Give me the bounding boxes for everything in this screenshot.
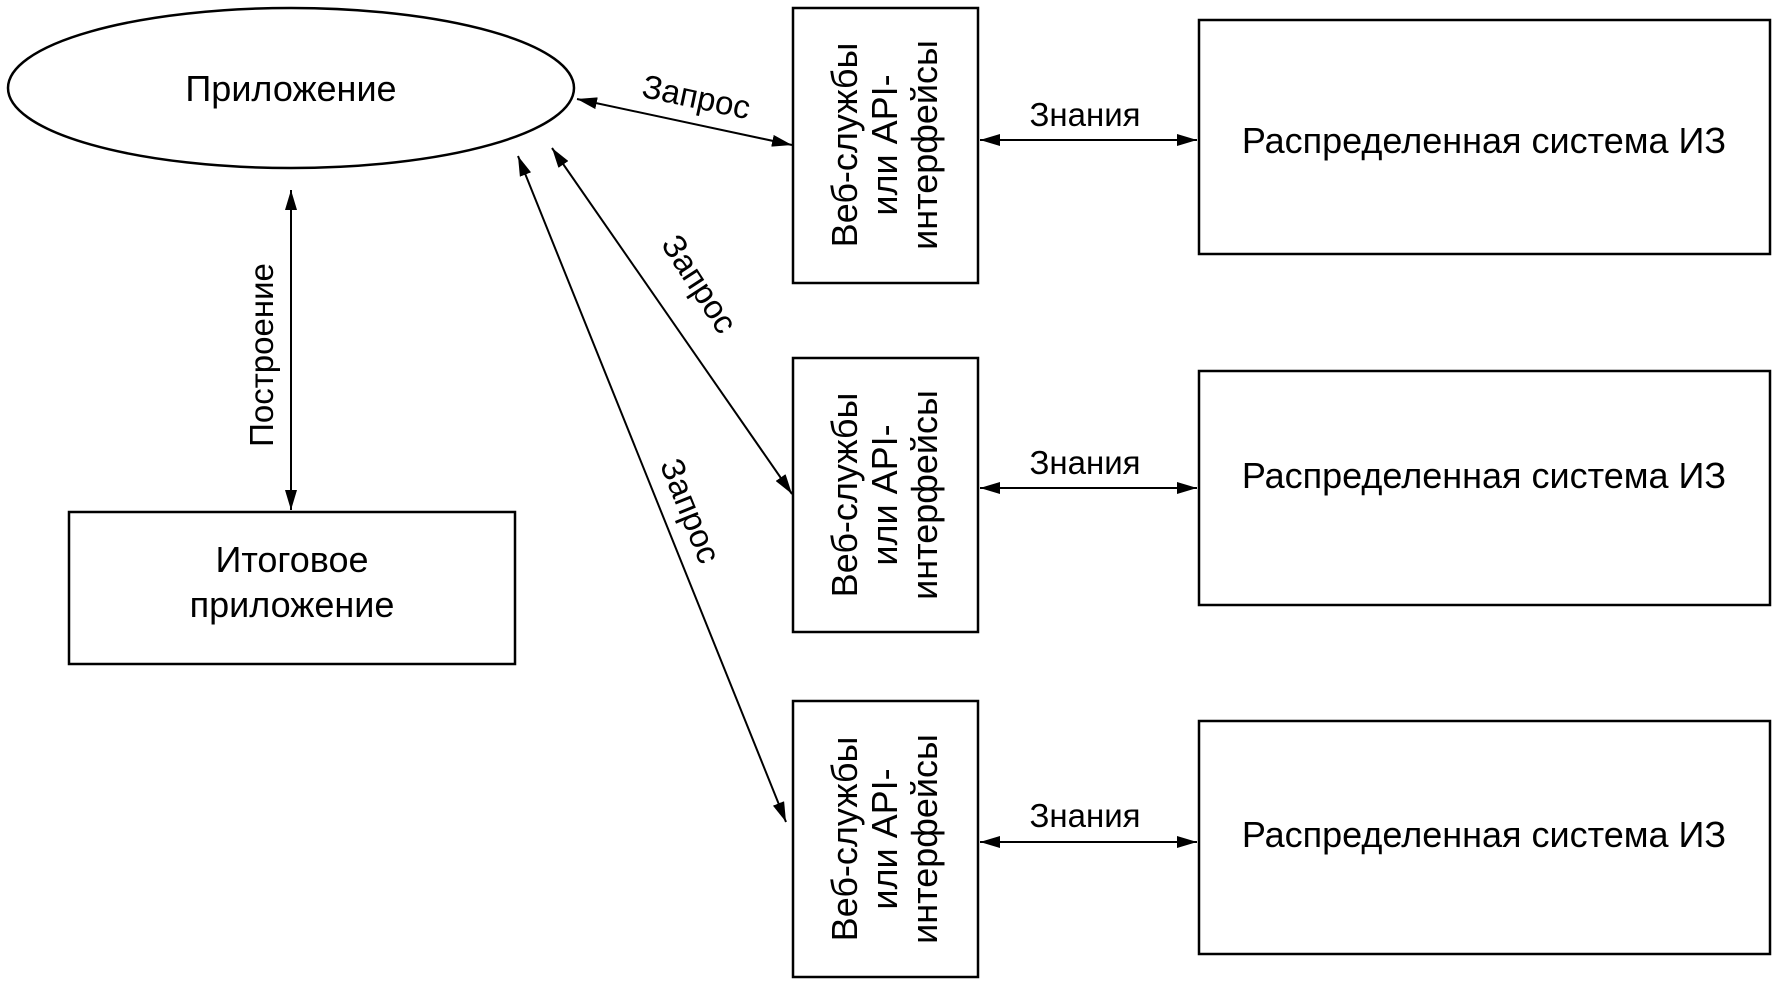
web-services-label-1-line1: Веб-службы — [824, 43, 865, 248]
distributed-system-node-1: Распределенная система ИЗ — [1197, 18, 1772, 256]
build-edge: Построение — [243, 190, 297, 510]
final-application-box — [67, 510, 517, 666]
knowledge-label-3: Знания — [1029, 797, 1140, 834]
web-services-label-2-line1: Веб-службы — [824, 393, 865, 598]
knowledge-label-1: Знания — [1029, 96, 1140, 133]
distributed-system-node-3: Распределенная система ИЗ — [1197, 719, 1772, 956]
web-services-label-2-line2: или API- — [864, 424, 905, 565]
request-label-1: Запрос — [639, 67, 754, 126]
web-services-label-3-line2: или API- — [864, 768, 905, 909]
request-arrow-1 — [576, 97, 793, 147]
application-ellipse — [6, 6, 576, 170]
web-services-box-3 — [791, 699, 980, 979]
request-edge-2: Запрос — [551, 147, 793, 495]
web-services-node-1: Веб-службы или API- интерфейсы — [791, 6, 980, 285]
final-application-label-line2: приложение — [190, 584, 395, 625]
request-edge-1: Запрос — [576, 67, 793, 147]
web-services-box-2 — [791, 356, 980, 634]
distributed-system-box-3 — [1197, 719, 1772, 956]
knowledge-label-2: Знания — [1029, 444, 1140, 481]
request-edge-3: Запрос — [517, 155, 787, 823]
distributed-system-label-1: Распределенная система ИЗ — [1242, 120, 1726, 161]
final-application-label-line1: Итоговое — [215, 539, 368, 580]
request-label-2: Запрос — [654, 228, 745, 340]
web-services-node-2: Веб-службы или API- интерфейсы — [791, 356, 980, 634]
web-services-label-1-line3: интерфейсы — [904, 40, 945, 250]
knowledge-edge-2: Знания — [980, 444, 1197, 494]
web-services-box-1 — [791, 6, 980, 285]
distributed-system-label-2: Распределенная система ИЗ — [1242, 455, 1726, 496]
web-services-label-3-line3: интерфейсы — [904, 734, 945, 944]
knowledge-edge-3: Знания — [980, 797, 1197, 848]
web-services-label-1-line2: или API- — [864, 74, 905, 215]
request-arrow-3 — [517, 155, 787, 823]
distributed-system-node-2: Распределенная система ИЗ — [1197, 369, 1772, 607]
distributed-system-box-2 — [1197, 369, 1772, 607]
web-services-node-3: Веб-службы или API- интерфейсы — [791, 699, 980, 979]
distributed-system-box-1 — [1197, 18, 1772, 256]
application-node: Приложение — [6, 6, 576, 170]
build-label: Построение — [243, 263, 280, 447]
request-arrow-2 — [551, 147, 793, 495]
distributed-system-label-3: Распределенная система ИЗ — [1242, 814, 1726, 855]
web-services-label-3-line1: Веб-службы — [824, 737, 865, 942]
web-services-label-2-line3: интерфейсы — [904, 390, 945, 600]
request-label-3: Запрос — [653, 453, 728, 568]
final-application-node: Итоговое приложение — [67, 510, 517, 666]
application-label: Приложение — [185, 68, 396, 109]
knowledge-edge-1: Знания — [980, 96, 1197, 146]
